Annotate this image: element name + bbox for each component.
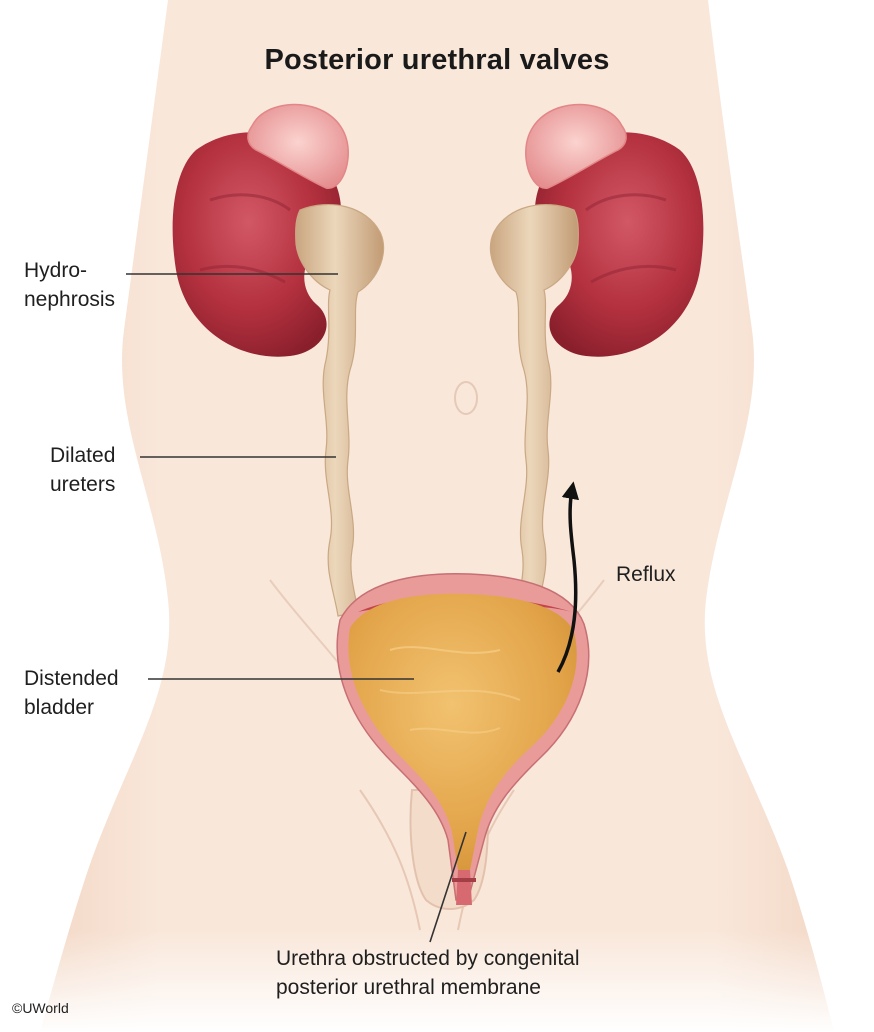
hydronephrosis-label: Hydro- nephrosis [24, 256, 115, 314]
distended-bladder-label-line1: Distended [24, 667, 119, 690]
hydronephrosis-label-line2: nephrosis [24, 288, 116, 311]
hydronephrosis-label-line1: Hydro- [24, 259, 88, 282]
reflux-arrow [556, 481, 580, 673]
thigh-line-left [359, 789, 421, 931]
distended-bladder-label-line2: bladder [24, 696, 95, 719]
navel [454, 381, 478, 415]
urethra-label-line1: Urethra obstructed by congenital [276, 947, 580, 970]
dilated-ureters-label: Dilated ureters [50, 441, 115, 499]
reflux-label: Reflux [616, 563, 676, 586]
right-adrenal-gland [525, 103, 627, 189]
obstructed-urethra [456, 870, 472, 905]
right-kidney [535, 132, 704, 357]
urethra-leader-line [429, 831, 467, 943]
copyright-notice: ©UWorld [12, 1000, 69, 1016]
diagram-title: Posterior urethral valves [264, 44, 610, 76]
left-kidney [172, 132, 341, 357]
dilated-ureters-label-line2: ureters [50, 473, 116, 496]
distended-bladder-label: Distended bladder [24, 664, 119, 722]
left-adrenal-gland [247, 103, 349, 189]
posterior-urethral-membrane [452, 878, 476, 882]
urethra-label-line2: posterior urethral membrane [276, 976, 541, 999]
urethra-label: Urethra obstructed by congenital posteri… [276, 944, 580, 1002]
dilated-ureters-label-line1: Dilated [50, 444, 116, 467]
